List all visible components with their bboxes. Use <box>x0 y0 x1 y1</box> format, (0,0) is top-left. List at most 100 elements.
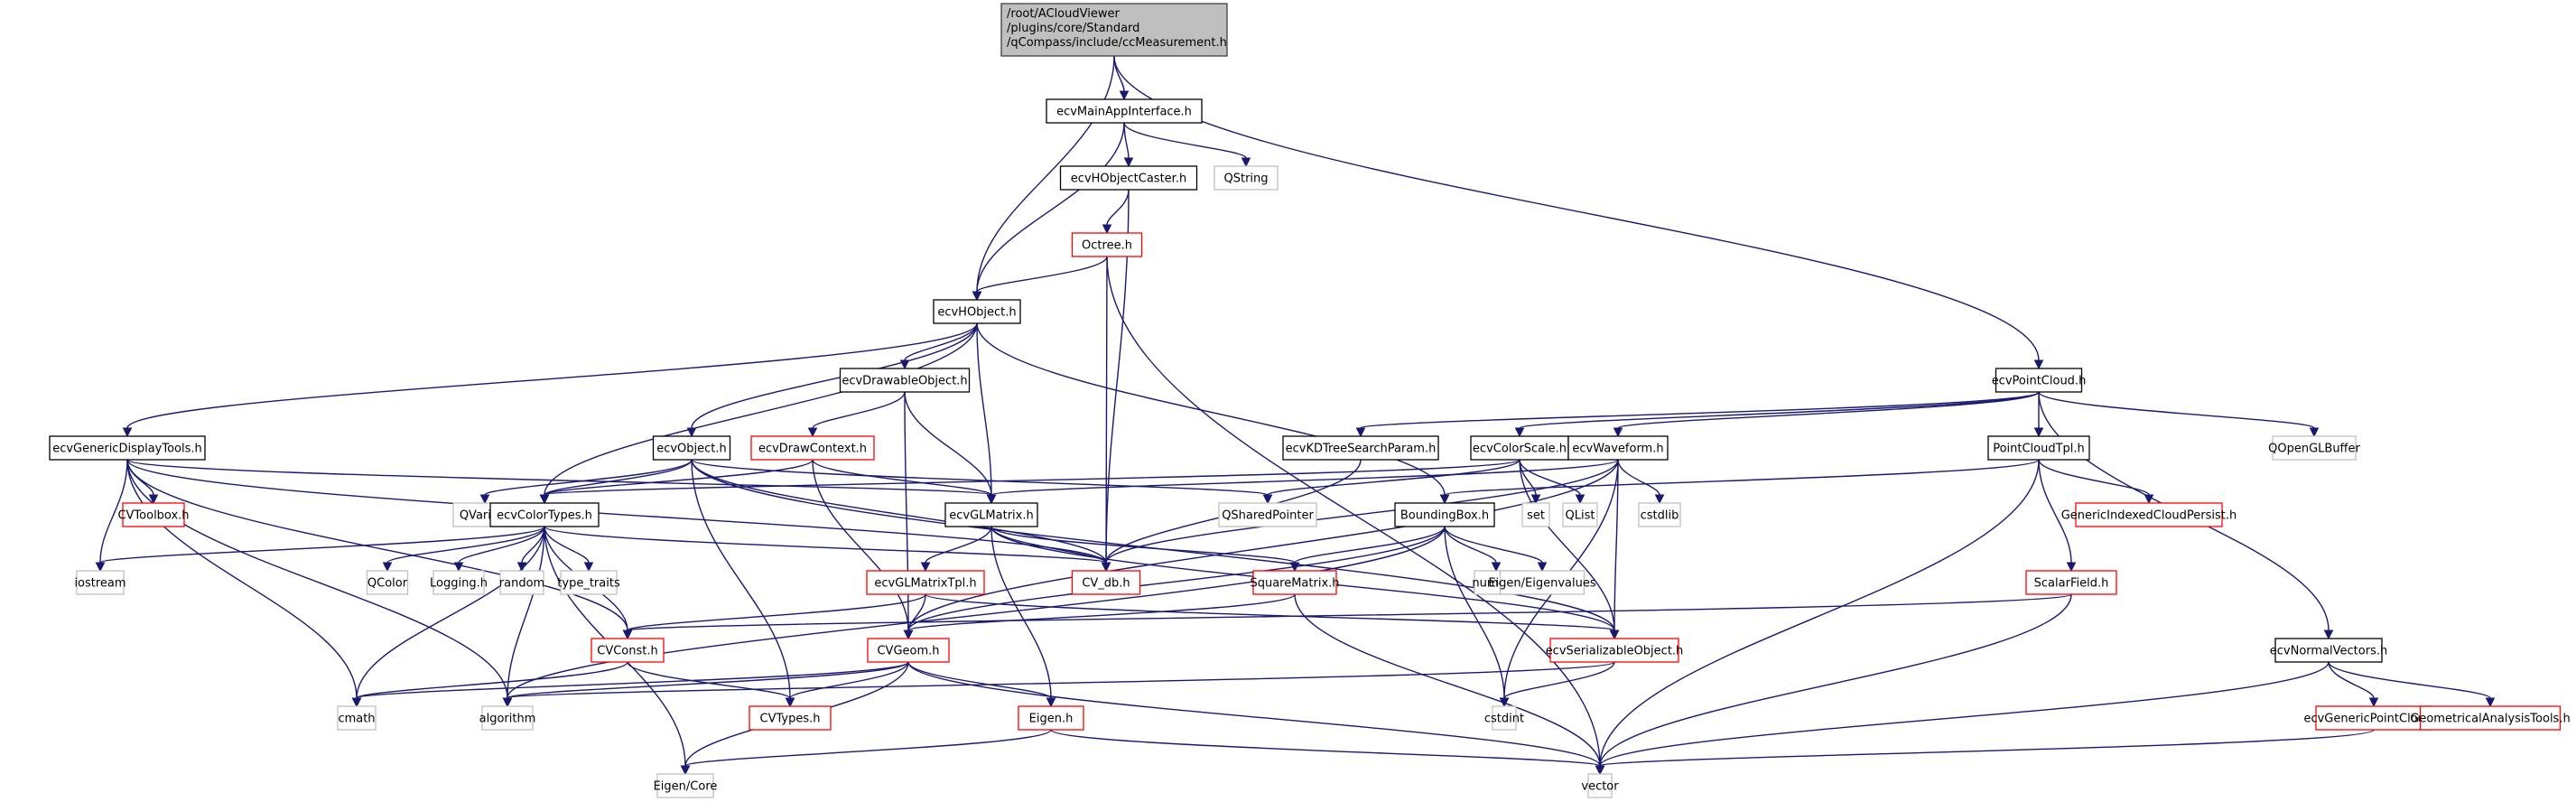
node-ecvWaveform[interactable]: ecvWaveform.h <box>1567 435 1669 461</box>
edge-ecvGenericDisplayTools-to-ecvGLMatrix <box>126 459 992 496</box>
node-GeometricalAnalysisTools[interactable]: GeometricalAnalysisTools.h <box>2410 705 2571 731</box>
node-ecvGLMatrixTpl[interactable]: ecvGLMatrixTpl.h <box>866 570 985 595</box>
node-label-CVTypes: CVTypes.h <box>760 713 821 726</box>
node-BoundingBox[interactable]: BoundingBox.h <box>1394 502 1495 527</box>
edge-ecvPointCloud-to-ecvKDTreeSearchParam <box>1360 391 2040 429</box>
node-PointCloudTpl[interactable]: PointCloudTpl.h <box>1987 435 2090 461</box>
edge-ecvSerializableObject-to-cstdint <box>1503 661 1615 699</box>
node-box-ecvColorScale <box>1470 435 1569 461</box>
node-ecvDrawableObject[interactable]: ecvDrawableObject.h <box>839 368 971 393</box>
node-box-random <box>499 570 544 595</box>
edge-Octree-to-ecvHObject <box>976 256 1108 293</box>
node-box-root <box>1000 3 1228 57</box>
edge-Eigen-to-vector <box>1050 729 1601 767</box>
node-ecvColorScale[interactable]: ecvColorScale.h <box>1470 435 1569 461</box>
node-box-QColor <box>366 570 409 595</box>
node-label-ecvDrawableObject: ecvDrawableObject.h <box>842 375 967 388</box>
node-box-QSharedPointer <box>1218 502 1317 527</box>
node-ecvKDTreeSearchParam[interactable]: ecvKDTreeSearchParam.h <box>1282 435 1439 461</box>
node-box-ecvKDTreeSearchParam <box>1282 435 1439 461</box>
node-ecvHObjectCaster[interactable]: ecvHObjectCaster.h <box>1059 165 1198 191</box>
arrowhead-ecvWaveform-to-CV_db <box>1101 562 1111 573</box>
node-root[interactable]: /root/ACloudViewer/plugins/core/Standard… <box>1000 3 1228 57</box>
node-ecvObject[interactable]: ecvObject.h <box>652 435 731 461</box>
node-label-GenericIndexedCloudPersist: GenericIndexedCloudPersist.h <box>2061 509 2237 523</box>
arrowhead-Octree-to-ecvHObject <box>972 291 982 302</box>
edge-ecvColorTypes-to-cmath <box>356 526 545 699</box>
arrowhead-ecvColorScale-to-set <box>1530 494 1541 505</box>
edge-ecvGenericDisplayTools-to-iostream <box>99 459 128 564</box>
edge-ecvGLMatrixTpl-to-ecvSerializableObject <box>925 593 1615 631</box>
node-Octree[interactable]: Octree.h <box>1071 232 1143 257</box>
node-CVToolbox[interactable]: CVToolbox.h <box>117 502 190 527</box>
node-label-cmath: cmath <box>338 713 375 726</box>
node-CVTypes[interactable]: CVTypes.h <box>749 705 832 731</box>
node-label-ecvWaveform: ecvWaveform.h <box>1572 443 1663 456</box>
node-box-PointCloudTpl <box>1987 435 2090 461</box>
edge-ecvHObject-to-ecvGenericDisplayTools <box>126 322 978 429</box>
node-label-ScalarField: ScalarField.h <box>2034 577 2109 591</box>
node-Eigen[interactable]: Eigen.h <box>1018 705 1084 731</box>
arrowhead-ecvPointCloud-to-ecvKDTreeSearchParam <box>1355 427 1366 438</box>
arrowhead-ecvHObjectCaster-to-Octree <box>1102 224 1112 235</box>
node-QOpenGLBuffer: QOpenGLBuffer <box>2268 435 2361 461</box>
node-box-vector <box>1587 773 1613 798</box>
node-ecvGenericDisplayTools[interactable]: ecvGenericDisplayTools.h <box>49 435 206 461</box>
node-box-cstdlib <box>1638 502 1681 527</box>
arrowhead-ecvPointCloud-to-PointCloudTpl <box>2033 427 2044 438</box>
node-box-GeometricalAnalysisTools <box>2419 705 2562 731</box>
edge-ecvColorTypes-to-algorithm <box>507 526 545 699</box>
arrowhead-Eigen-to-EigenCore <box>680 765 691 776</box>
node-label-root: /plugins/core/Standard <box>1007 22 1139 35</box>
node-box-BoundingBox <box>1394 502 1495 527</box>
node-label-root: /qCompass/include/ccMeasurement.h <box>1007 36 1227 50</box>
node-SquareMatrix[interactable]: SquareMatrix.h <box>1250 570 1340 595</box>
edge-CVConst-to-cmath <box>356 661 628 699</box>
node-box-QString <box>1214 165 1279 191</box>
node-ecvGLMatrix[interactable]: ecvGLMatrix.h <box>944 502 1038 527</box>
node-ecvDrawContext[interactable]: ecvDrawContext.h <box>750 435 875 461</box>
node-GenericIndexedCloudPersist[interactable]: GenericIndexedCloudPersist.h <box>2061 502 2237 527</box>
arrowhead-ecvNormalVectors-to-GeometricalAnalysisTools <box>2485 697 2496 708</box>
node-label-ecvHObject: ecvHObject.h <box>937 306 1016 320</box>
node-ecvGenericPointCloud[interactable]: ecvGenericPointCloud.h <box>2303 705 2444 731</box>
node-label-QList: QList <box>1566 509 1595 523</box>
node-box-ScalarField <box>2025 570 2117 595</box>
arrowhead-ecvColorScale-to-QList <box>1575 494 1586 505</box>
node-ecvSerializableObject[interactable]: ecvSerializableObject.h <box>1546 638 1684 663</box>
node-box-CVTypes <box>749 705 832 731</box>
node-cstdlib: cstdlib <box>1638 502 1681 527</box>
edge-ecvWaveform-to-ecvGLMatrix <box>990 459 1619 496</box>
node-box-CV_db <box>1071 570 1141 595</box>
node-ecvHObject[interactable]: ecvHObject.h <box>933 299 1021 324</box>
node-ecvColorTypes[interactable]: ecvColorTypes.h <box>489 502 600 527</box>
node-box-ecvDrawableObject <box>839 368 971 393</box>
edge-ecvColorScale-to-QSharedPointer <box>1267 459 1520 496</box>
node-box-CVConst <box>591 638 665 663</box>
node-CVGeom[interactable]: CVGeom.h <box>867 638 950 663</box>
edge-ecvMainAppInterface-to-ecvHObject <box>976 122 1125 293</box>
node-ScalarField[interactable]: ScalarField.h <box>2025 570 2117 595</box>
edge-ecvObject-to-CVTypes <box>691 459 791 699</box>
arrowhead-CVGeom-to-Eigen <box>1046 697 1056 708</box>
edge-Octree-to-vector <box>1106 256 1601 767</box>
edge-ecvDrawableObject-to-CVGeom <box>904 391 909 631</box>
arrowhead-root-to-ecvPointCloud <box>2033 359 2044 370</box>
node-box-iostream <box>76 570 125 595</box>
node-type_traits: type_traits <box>557 570 620 595</box>
node-CV_db[interactable]: CV_db.h <box>1071 570 1141 595</box>
arrowhead-ecvColorTypes-to-iostream <box>95 562 106 573</box>
node-set: set <box>1521 502 1550 527</box>
edge-ecvColorTypes-to-iostream <box>99 526 545 564</box>
edge-ecvColorTypes-to-CV_db <box>544 526 1107 564</box>
node-box-EigenEigenvalues <box>1499 570 1586 595</box>
node-CVConst[interactable]: CVConst.h <box>591 638 665 663</box>
arrowhead-ecvSerializableObject-to-cstdint <box>1499 697 1510 708</box>
arrowhead-ecvMainAppInterface-to-QString <box>1241 157 1251 168</box>
node-label-Logging: Logging.h <box>430 577 488 591</box>
arrowhead-PointCloudTpl-to-BoundingBox <box>1439 494 1450 505</box>
node-ecvPointCloud[interactable]: ecvPointCloud.h <box>1992 368 2087 393</box>
node-ecvNormalVectors[interactable]: ecvNormalVectors.h <box>2270 638 2387 663</box>
arrowhead-ecvColorScale-to-ecvColorTypes <box>539 494 550 505</box>
node-ecvMainAppInterface[interactable]: ecvMainAppInterface.h <box>1046 98 1203 124</box>
